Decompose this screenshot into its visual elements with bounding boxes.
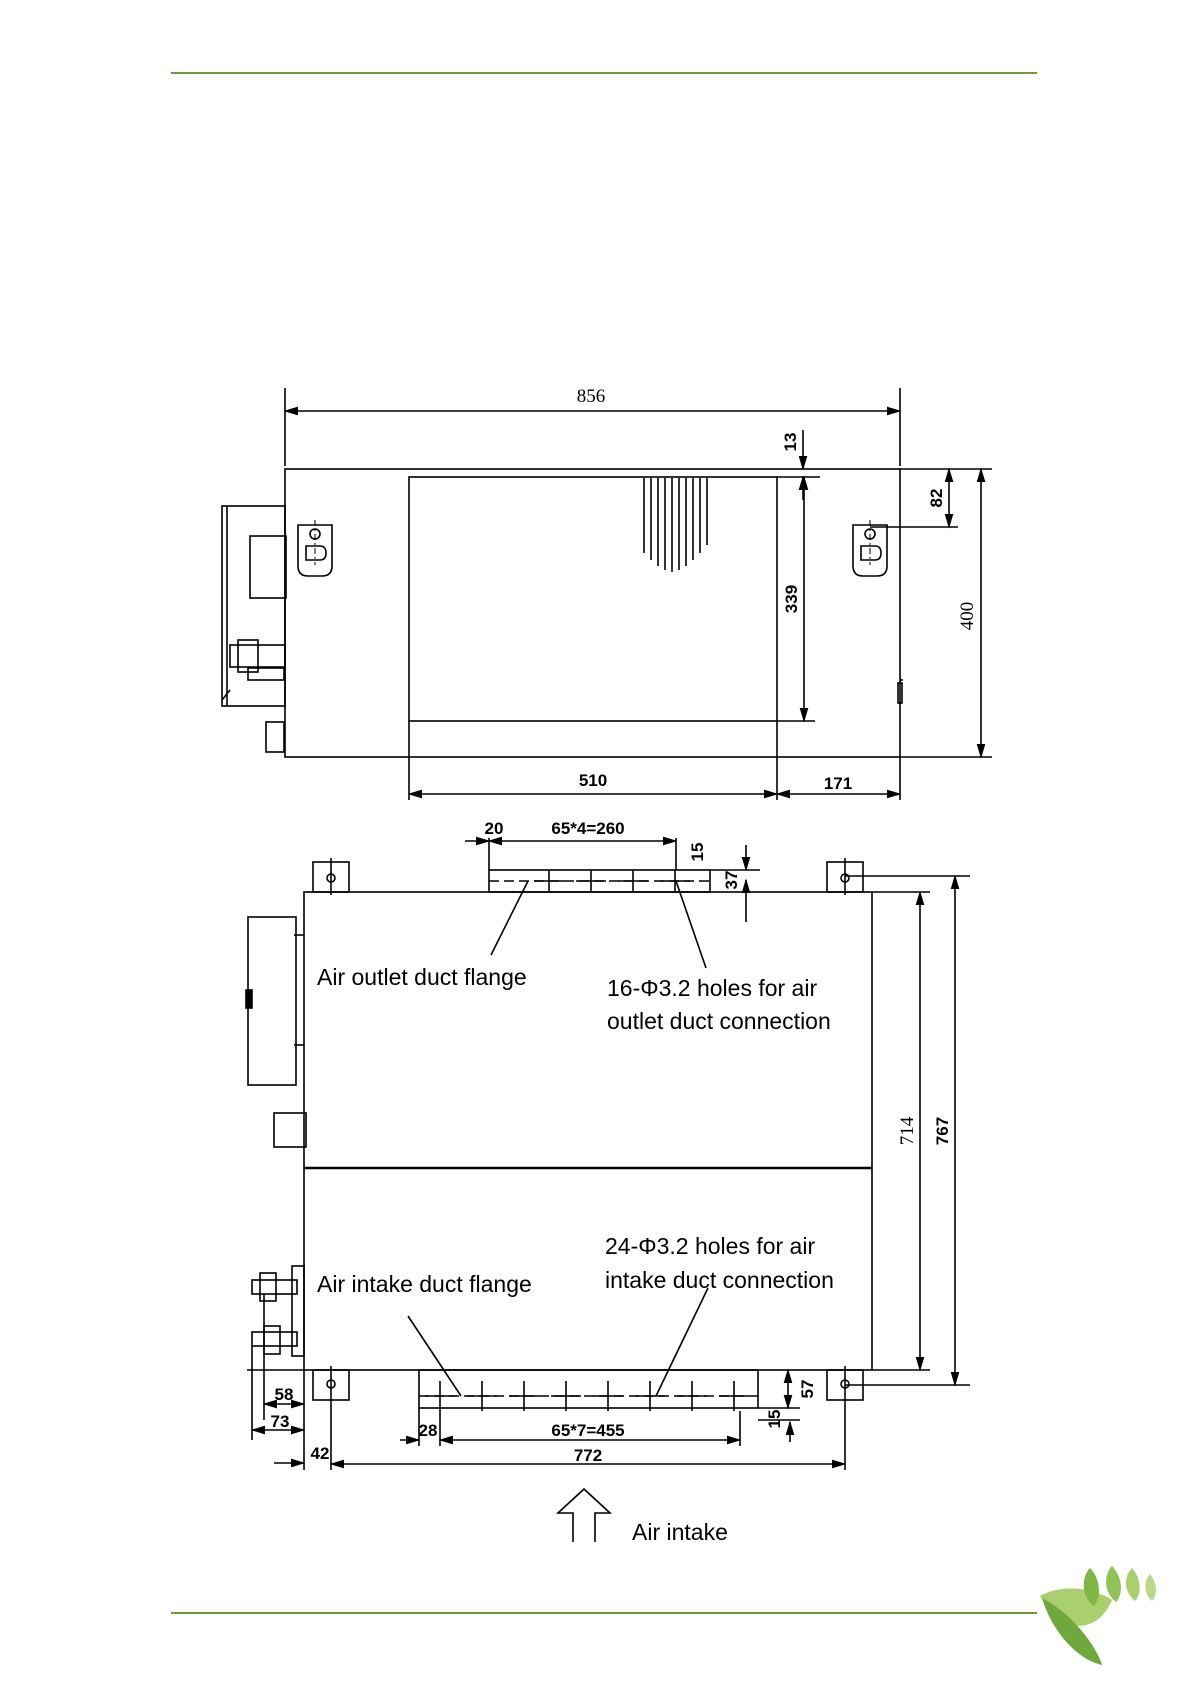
hanging-bracket-left <box>298 520 332 576</box>
hanging-bracket-right <box>853 520 887 576</box>
dim-intake-flange-height: 15 <box>765 1410 784 1429</box>
outlet-duct-flange <box>489 870 710 892</box>
intake-flange-label: Air intake duct flange <box>317 1271 532 1297</box>
airflow-label: Air intake <box>632 1519 728 1545</box>
inner-panel <box>409 477 777 721</box>
dim-intake-pitch: 65*7=455 <box>551 1421 624 1440</box>
dim-outlet-offset: 20 <box>485 819 504 838</box>
dim-bracket-offset: 82 <box>927 489 946 508</box>
intake-duct-flange <box>419 1370 758 1411</box>
dim-overall-depth: 767 <box>933 1117 952 1145</box>
dim-height: 400 <box>957 602 978 631</box>
dim-inner-width: 510 <box>579 771 607 790</box>
dim-pipe-2: 73 <box>271 1412 290 1431</box>
dim-width: 856 <box>577 386 606 407</box>
airflow-arrow <box>558 1489 610 1542</box>
outlet-holes-line1: 16-Φ3.2 holes for air <box>607 975 817 1001</box>
refrigerant-pipes <box>247 1266 304 1470</box>
intake-holes-line1: 24-Φ3.2 holes for air <box>605 1233 815 1259</box>
dim-top-gap: 13 <box>781 433 800 452</box>
outlet-holes-line2: outlet duct connection <box>607 1008 831 1034</box>
dim-outlet-pitch: 65*4=260 <box>551 819 624 838</box>
unit-body-top <box>285 469 900 757</box>
dim-outlet-flange-depth: 37 <box>722 871 741 890</box>
intake-holes-line2: intake duct connection <box>605 1267 834 1293</box>
dim-intake-offset: 28 <box>419 1421 438 1440</box>
outlet-flange-label: Air outlet duct flange <box>317 964 527 990</box>
coil-fins <box>644 478 707 572</box>
top-view <box>222 388 992 800</box>
dim-body-depth: 714 <box>897 1116 918 1145</box>
dim-right-gap: 171 <box>824 774 852 793</box>
plan-view-labels: 20 65*4=260 15 37 Air outlet duct flange… <box>271 819 952 1545</box>
dim-outlet-flange-height: 15 <box>688 843 707 862</box>
dim-pipe-1: 58 <box>275 1385 294 1404</box>
mount-bracket-top-left <box>313 858 349 895</box>
dim-side-offset: 42 <box>311 1444 330 1463</box>
mount-bracket-bottom-left <box>313 1366 349 1403</box>
dim-mount-span: 772 <box>574 1446 602 1465</box>
control-box-side <box>248 917 296 1085</box>
dim-intake-flange-depth: 57 <box>798 1380 817 1399</box>
dim-inner-height: 339 <box>782 585 801 613</box>
leaf-logo <box>1040 1566 1156 1665</box>
side-control-box <box>222 506 286 752</box>
